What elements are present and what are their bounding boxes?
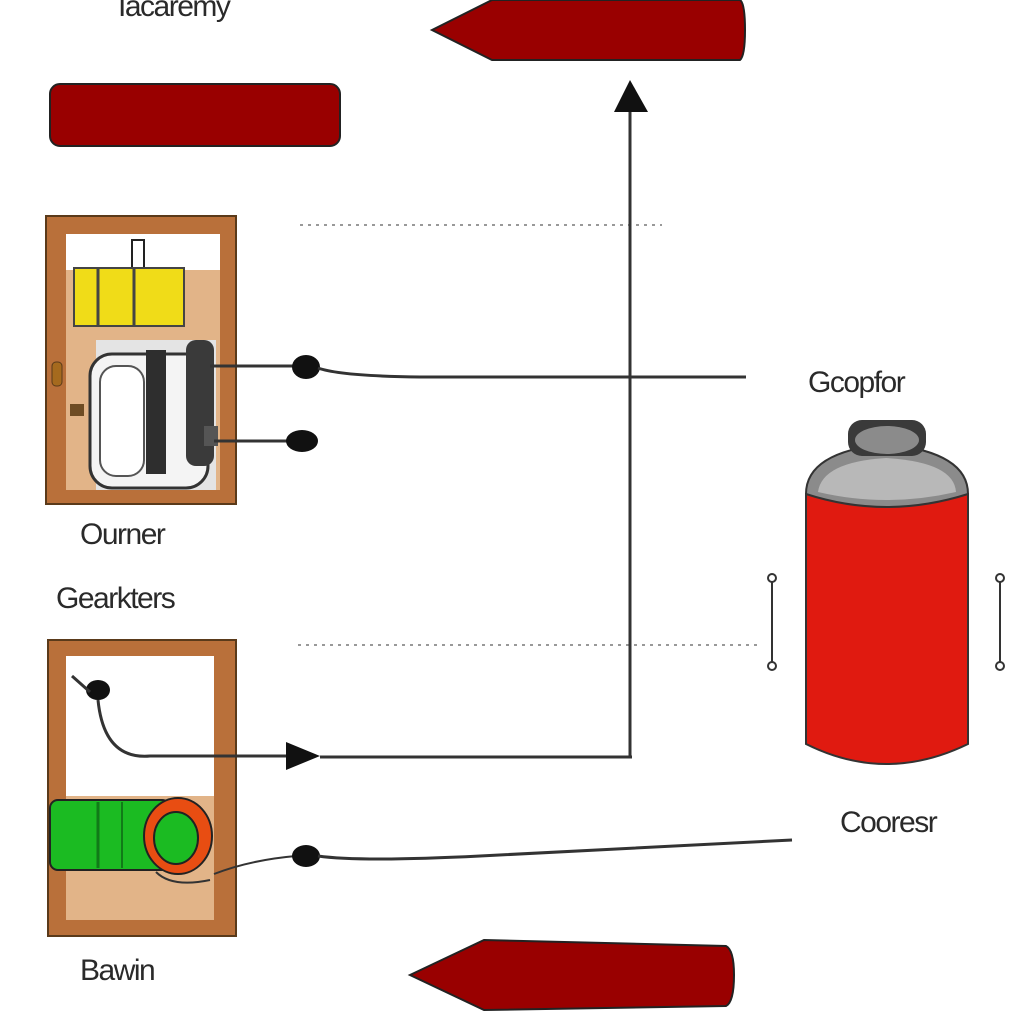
connector-upper-1 bbox=[292, 355, 320, 379]
bottom-left-pointing-arrow bbox=[407, 938, 736, 1012]
gas-cylinder bbox=[804, 420, 970, 765]
label-compressor-top: Gcopfor bbox=[808, 366, 906, 399]
top-left-pointing-arrow bbox=[429, 0, 747, 61]
upward-arrowhead bbox=[614, 80, 648, 112]
lower-cabinet bbox=[47, 639, 290, 937]
label-generators: Gearkters bbox=[56, 582, 176, 615]
top-red-bar bbox=[49, 83, 341, 147]
plug-connector bbox=[86, 680, 110, 700]
green-motor bbox=[49, 797, 213, 884]
wire-lower-bottom bbox=[213, 855, 297, 875]
connector-lower-bottom bbox=[292, 845, 320, 867]
yellow-component bbox=[73, 267, 185, 327]
upper-cabinet bbox=[45, 215, 237, 505]
appliance-unit bbox=[70, 340, 218, 490]
wire-upper-1-run bbox=[317, 366, 746, 379]
wire-arrowhead-lower bbox=[286, 742, 320, 770]
probe-left bbox=[767, 573, 777, 671]
diagram-title: Iacaremy bbox=[118, 0, 231, 23]
label-compressor-bottom: Cooresr bbox=[840, 806, 938, 839]
label-outlet-cabinet: Ourner bbox=[80, 518, 166, 551]
wire-lower-bottom-run bbox=[317, 838, 793, 861]
label-drawer-cabinet: Bawin bbox=[80, 954, 156, 987]
connector-upper-2 bbox=[286, 430, 318, 452]
probe-right bbox=[995, 573, 1005, 671]
